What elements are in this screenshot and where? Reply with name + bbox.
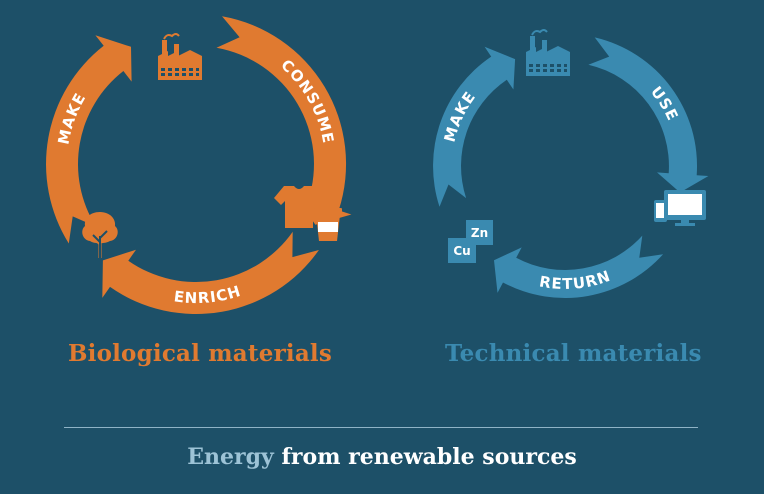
biological-cycle: MAKE CONSUME ENRICH xyxy=(46,16,352,315)
footer-caption: Energy from renewable sources xyxy=(0,444,764,470)
tshirt-icon xyxy=(274,186,324,228)
bio-consume-arc xyxy=(216,16,352,225)
cup-icon xyxy=(314,208,342,241)
footer-prefix: Energy xyxy=(187,444,274,470)
monitor-icon xyxy=(664,190,706,226)
technical-cycle: MAKE USE RETURN xyxy=(433,29,709,298)
tech-make-arc xyxy=(433,46,516,207)
biological-materials-title: Biological materials xyxy=(68,340,333,367)
factory-icon xyxy=(158,33,202,80)
bio-enrich-arc xyxy=(102,231,319,315)
tech-use-arc xyxy=(588,37,709,193)
svg-text:Cu: Cu xyxy=(453,244,470,258)
technical-materials-title: Technical materials xyxy=(445,340,702,367)
tech-return-arc xyxy=(494,235,664,298)
factory-icon xyxy=(526,29,570,76)
divider-line xyxy=(64,427,698,428)
footer-rest: from renewable sources xyxy=(281,444,577,470)
tree-icon xyxy=(82,212,118,258)
bio-make-arc xyxy=(46,35,132,244)
phone-icon xyxy=(654,200,667,222)
copper-icon: Cu xyxy=(448,238,476,263)
svg-text:Zn: Zn xyxy=(471,226,488,240)
